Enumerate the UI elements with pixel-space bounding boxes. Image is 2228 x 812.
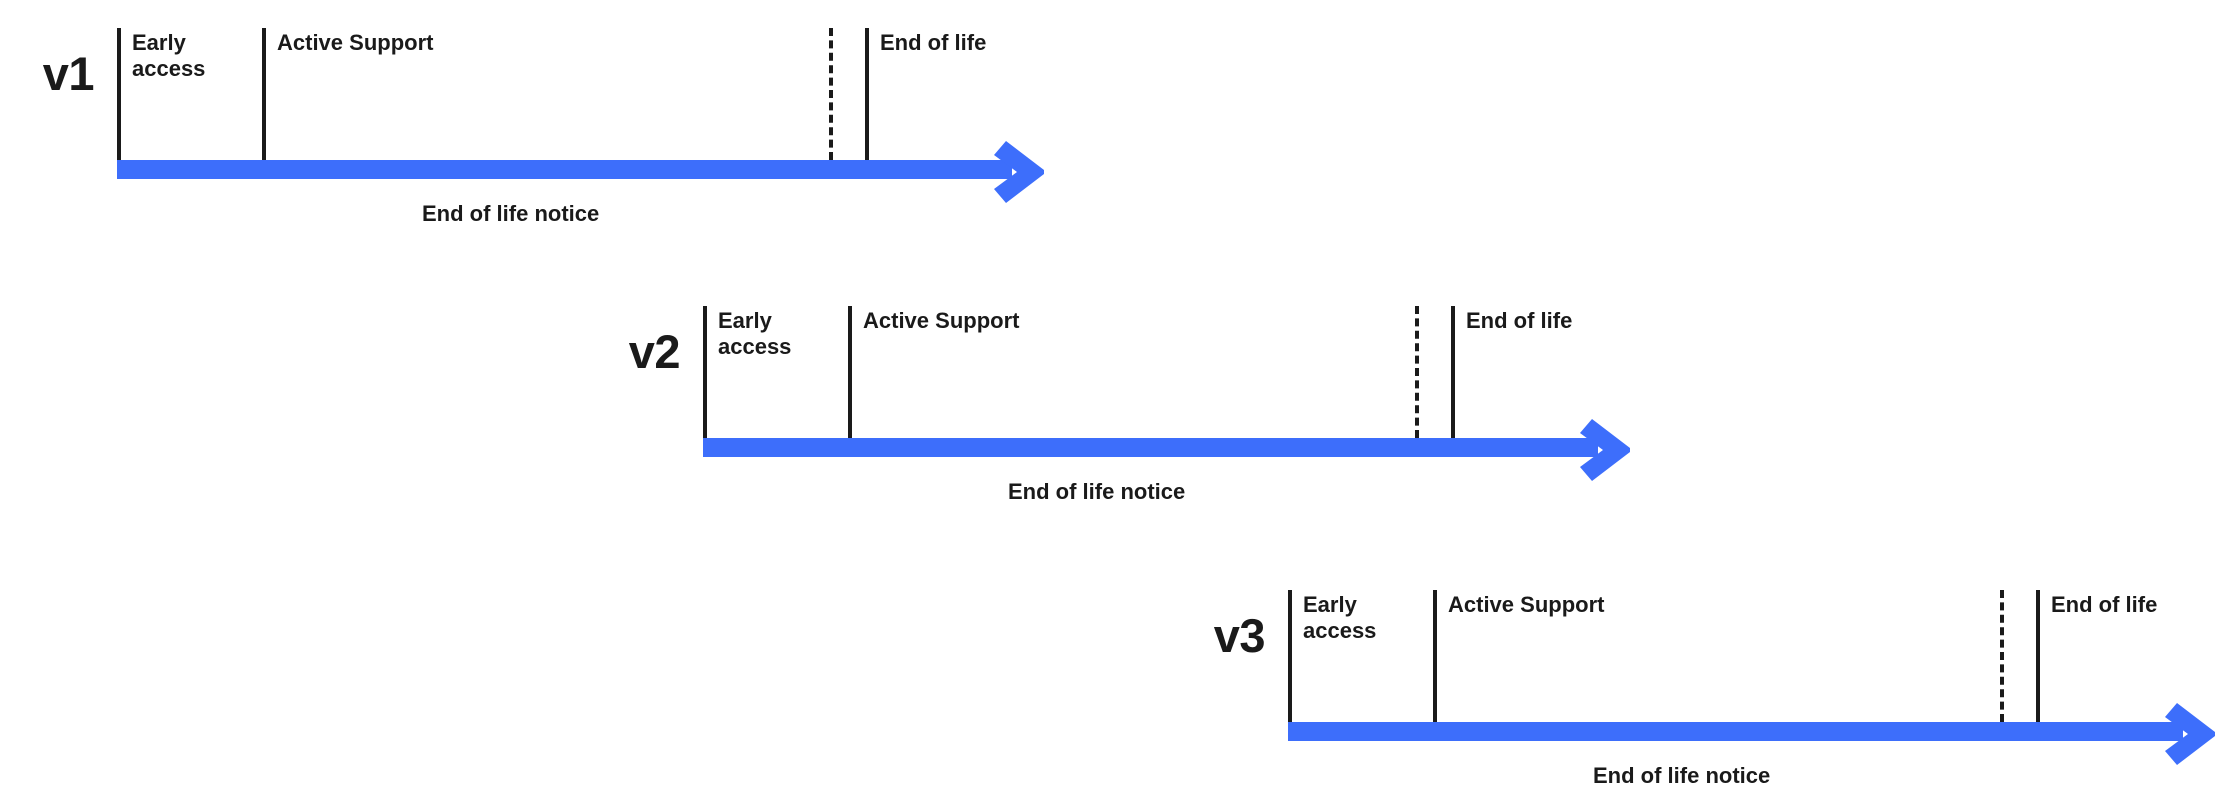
divider-early-access-end-v2 bbox=[848, 306, 852, 438]
divider-end-of-life-start-v3 bbox=[2036, 590, 2040, 722]
divider-early-access-end-v1 bbox=[262, 28, 266, 160]
arrow-head-icon-v1 bbox=[992, 141, 1048, 203]
phase-track-v1: Early access Active Support End of life … bbox=[117, 10, 1047, 230]
phase-label-active-support-v1: Active Support bbox=[277, 30, 434, 55]
phase-label-active-support-v2: Active Support bbox=[863, 308, 1020, 333]
phase-label-end-of-life-v3: End of life bbox=[2051, 592, 2158, 617]
phase-label-end-of-life-v2: End of life bbox=[1466, 308, 1573, 333]
divider-start-v1 bbox=[117, 28, 121, 160]
notice-label-v3: End of life notice bbox=[1593, 763, 1771, 788]
divider-end-of-life-start-v2 bbox=[1451, 306, 1455, 438]
notice-label-v1: End of life notice bbox=[422, 201, 600, 226]
divider-end-of-life-start-v1 bbox=[865, 28, 869, 160]
phase-track-v3: Early access Active Support End of life … bbox=[1288, 572, 2218, 792]
phase-track-v2: Early access Active Support End of life … bbox=[703, 288, 1633, 508]
divider-start-v2 bbox=[703, 306, 707, 438]
lifecycle-bar-v1 bbox=[117, 160, 1012, 179]
version-label-v2: v2 bbox=[628, 325, 681, 378]
arrow-head-icon-v3 bbox=[2163, 703, 2219, 765]
lifecycle-arrow-v1 bbox=[117, 141, 1048, 203]
lifecycle-arrow-v2 bbox=[703, 419, 1634, 481]
lifecycle-bar-v2 bbox=[703, 438, 1598, 457]
phase-label-early-access-v2: Early access bbox=[718, 308, 792, 359]
divider-end-of-life-notice-v1 bbox=[829, 28, 833, 160]
divider-early-access-end-v3 bbox=[1433, 590, 1437, 722]
phase-label-early-access-v3: Early access bbox=[1303, 592, 1377, 643]
arrow-head-icon-v2 bbox=[1578, 419, 1634, 481]
version-label-v1: v1 bbox=[42, 47, 95, 100]
phase-label-end-of-life-v1: End of life bbox=[880, 30, 987, 55]
phase-label-early-access-v1: Early access bbox=[132, 30, 206, 81]
divider-end-of-life-notice-v2 bbox=[1415, 306, 1419, 438]
phase-label-active-support-v3: Active Support bbox=[1448, 592, 1605, 617]
divider-end-of-life-notice-v3 bbox=[2000, 590, 2004, 722]
version-label-v3: v3 bbox=[1213, 609, 1266, 662]
notice-label-v2: End of life notice bbox=[1008, 479, 1186, 504]
divider-start-v3 bbox=[1288, 590, 1292, 722]
lifecycle-arrow-v3 bbox=[1288, 703, 2219, 765]
lifecycle-bar-v3 bbox=[1288, 722, 2183, 741]
